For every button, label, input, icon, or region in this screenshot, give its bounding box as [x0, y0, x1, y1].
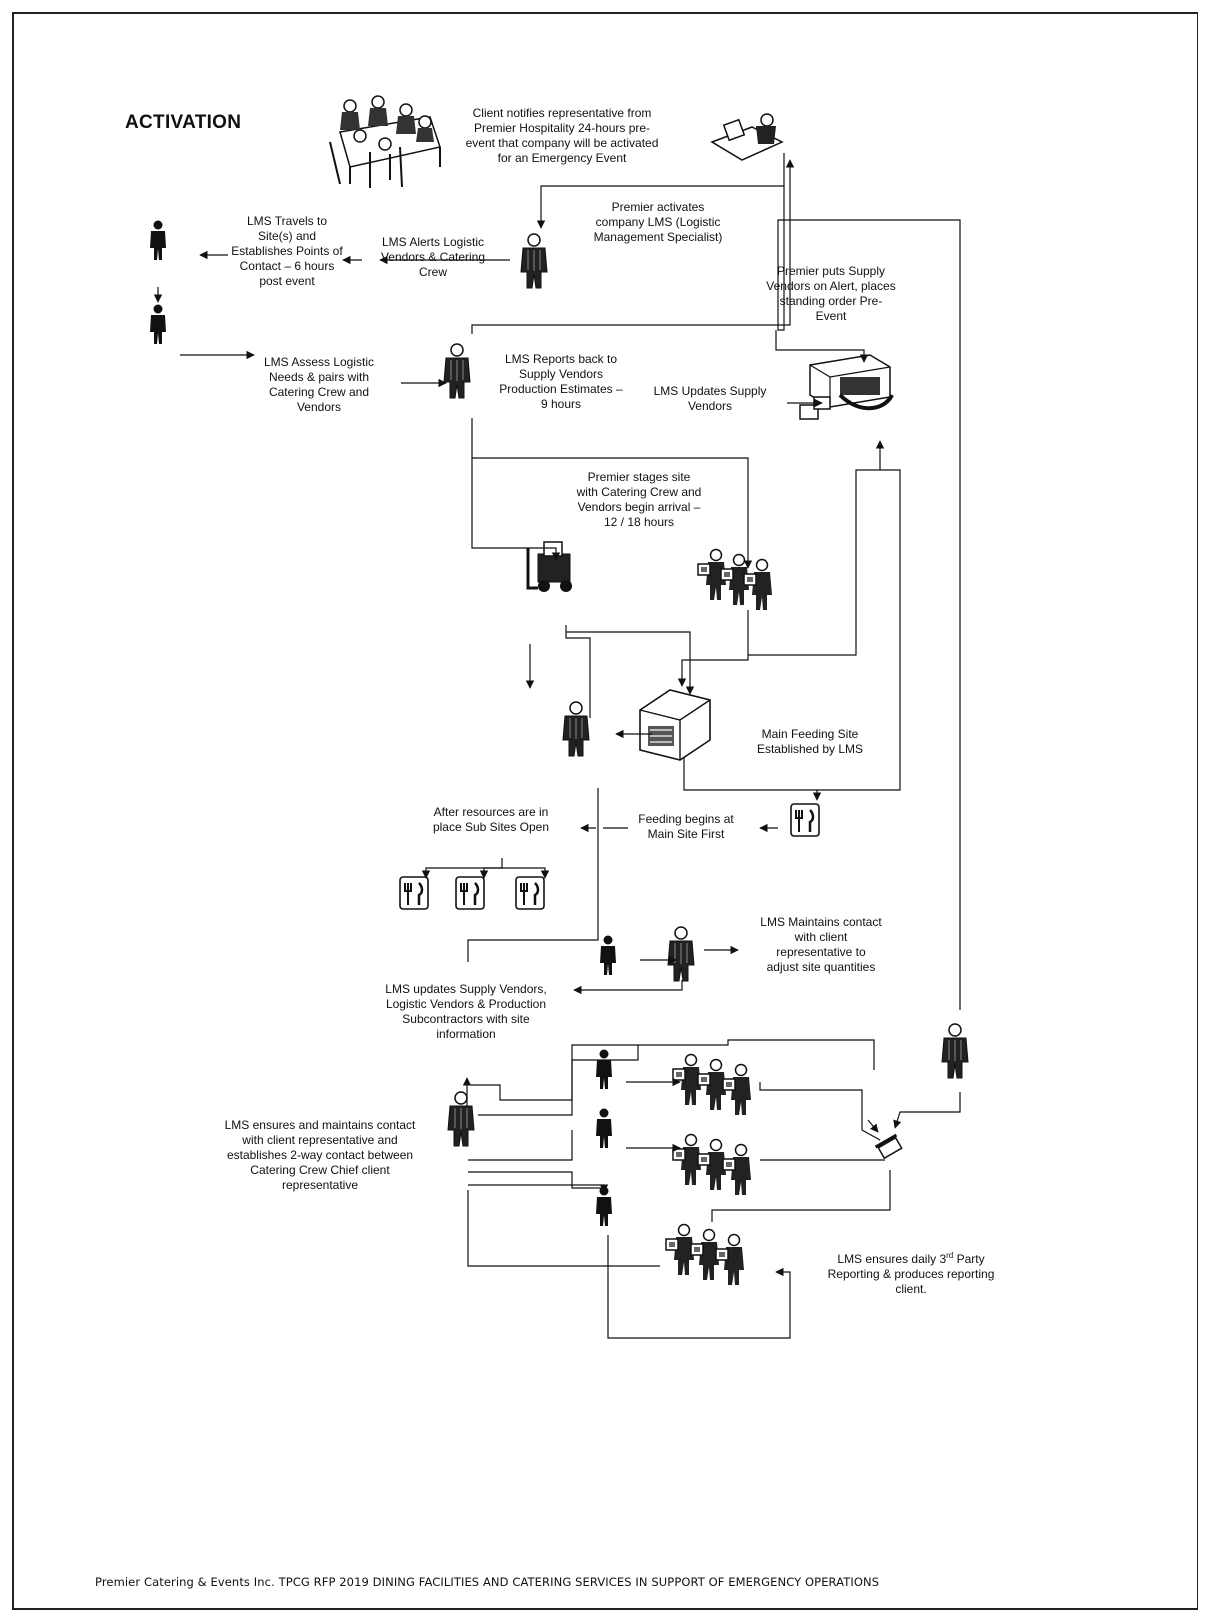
crew-chief-icon: [596, 1186, 612, 1226]
lms-worker-icon: [667, 926, 695, 982]
label-client-notifies: Client notifies representative from Prem…: [465, 106, 659, 165]
lms-worker-icon: [941, 1023, 969, 1079]
meeting-table-icon: [329, 95, 441, 188]
label-feeding-begins: Feeding begins at Main Site First: [638, 812, 734, 841]
flow-connectors: [153, 153, 961, 1339]
label-premier-activates: Premier activates company LMS (Logistic …: [593, 200, 723, 244]
label-lms-updates-supply: LMS Updates Supply Vendors: [653, 384, 767, 413]
page-footer: Premier Catering & Events Inc. TPCG RFP …: [95, 1575, 880, 1589]
sub-site-fork-icon: [514, 875, 546, 911]
main-site-fork-icon: [789, 802, 821, 838]
catering-crew-icon: [697, 548, 773, 611]
computer-desk-icon: [710, 113, 784, 161]
label-lms-reports: LMS Reports back to Supply Vendors Produ…: [499, 352, 623, 411]
catering-crew-icon: [665, 1223, 745, 1286]
crew-chief-icon: [596, 1108, 612, 1148]
page-heading: ACTIVATION: [125, 112, 242, 133]
lms-person-icon: [150, 220, 166, 260]
sub-site-fork-icon: [398, 875, 430, 911]
lms-worker-icon: [520, 233, 548, 289]
label-lms-ensures-contact: LMS ensures and maintains contact with c…: [224, 1118, 416, 1192]
lms-worker-icon: [443, 343, 471, 399]
lms-worker-icon: [562, 701, 590, 757]
label-lms-maintains: LMS Maintains contact with client repres…: [760, 915, 882, 974]
crew-chief-icon: [596, 1049, 612, 1089]
label-lms-assess: LMS Assess Logistic Needs & pairs with C…: [263, 355, 375, 414]
label-after-resources: After resources are in place Sub Sites O…: [432, 805, 550, 834]
forklift-icon: [526, 541, 572, 592]
label-lms-reporting: LMS ensures daily 3rd Party Reporting & …: [827, 1251, 995, 1296]
label-main-feeding: Main Feeding Site Established by LMS: [756, 727, 864, 756]
label-premier-stages: Premier stages site with Catering Crew a…: [576, 470, 702, 529]
catering-crew-icon: [672, 1053, 752, 1116]
sub-site-fork-icon: [454, 875, 486, 911]
document-page: [12, 12, 1198, 1610]
supply-truck-icon: [799, 354, 894, 420]
catering-crew-icon: [672, 1133, 752, 1196]
label-premier-puts-supply: Premier puts Supply Vendors on Alert, pl…: [766, 264, 896, 323]
label-lms-updates-all: LMS updates Supply Vendors, Logistic Ven…: [385, 982, 547, 1041]
phone-icon: [874, 1133, 903, 1160]
lms-person-icon: [150, 304, 166, 344]
label-lms-travels: LMS Travels to Site(s) and Establishes P…: [231, 214, 343, 288]
main-feeding-site-icon: [639, 689, 711, 761]
lms-person-icon: [600, 935, 616, 975]
lms-worker-icon: [447, 1091, 475, 1147]
